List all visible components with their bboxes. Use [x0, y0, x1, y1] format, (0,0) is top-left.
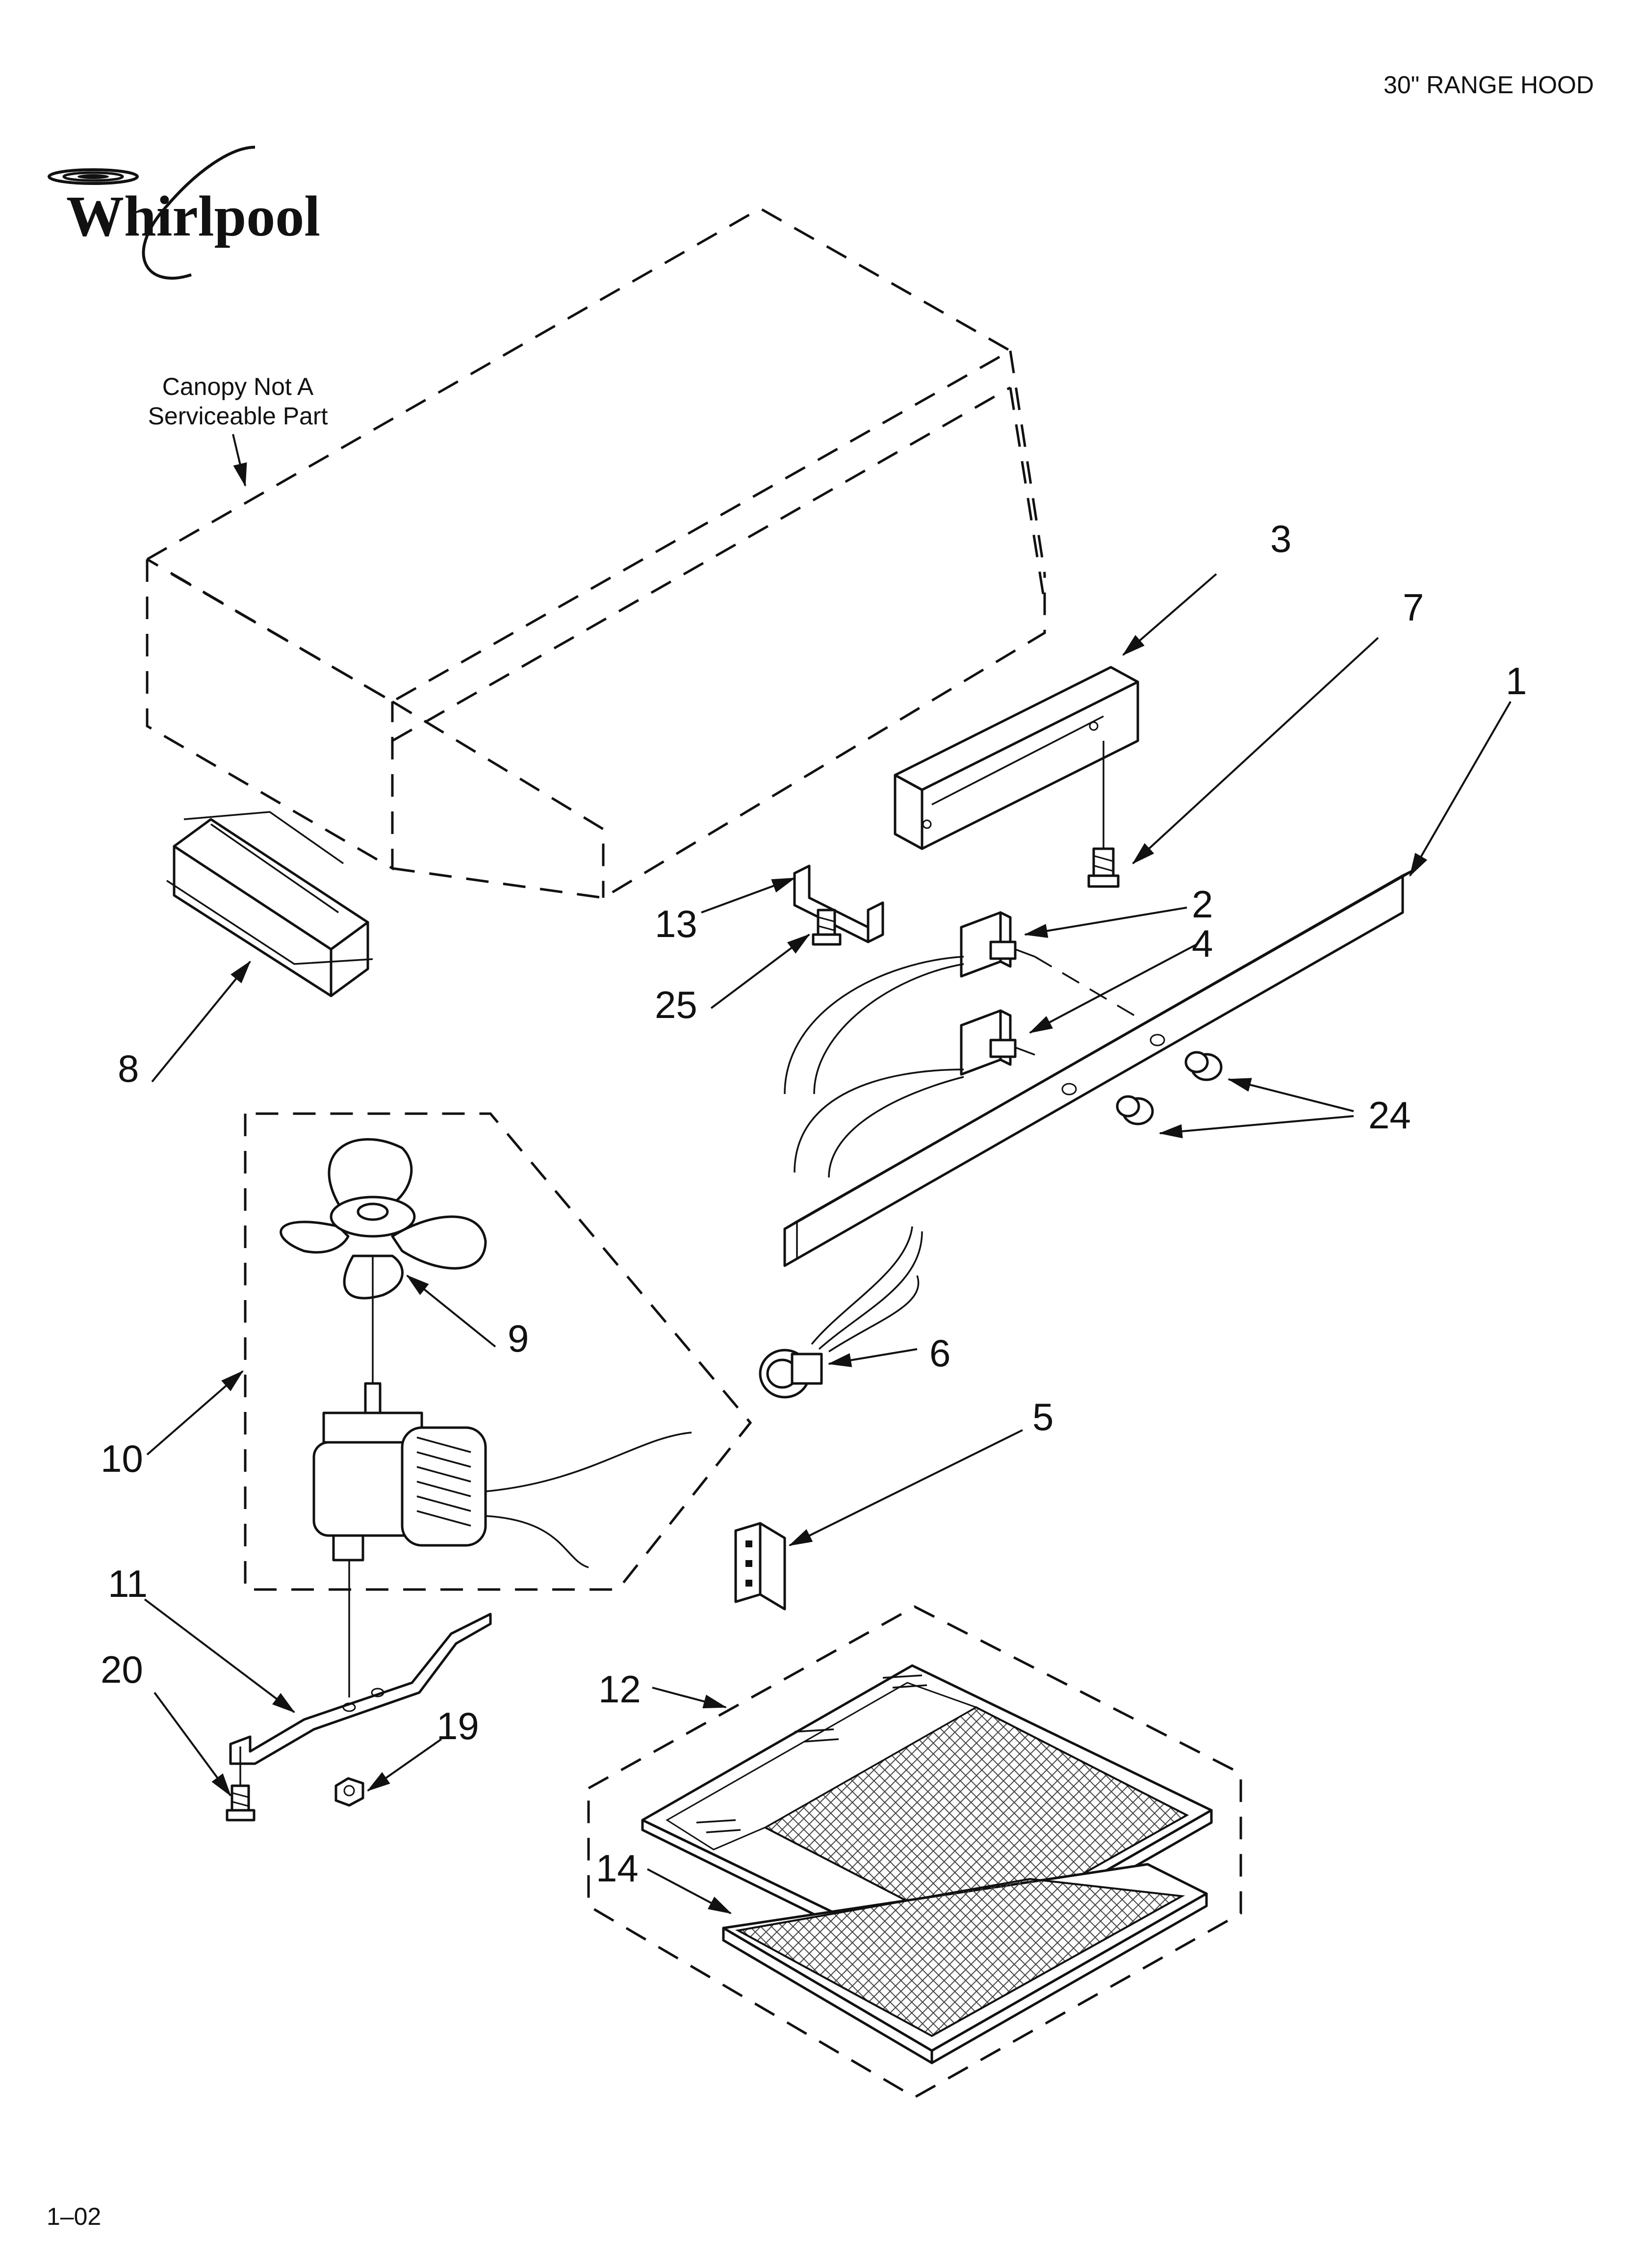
leader-11 — [144, 1598, 295, 1713]
part-10-motor — [312, 1382, 692, 1568]
part-2-switch — [784, 911, 1035, 1095]
motor-assembly-outline — [244, 1112, 752, 1591]
canopy-note-leader — [232, 434, 247, 487]
leader-13 — [701, 877, 796, 913]
part-13-bracket — [793, 864, 884, 943]
part-8-damper — [166, 811, 373, 997]
callout-13: 13 — [655, 902, 697, 945]
callout-24: 24 — [1368, 1094, 1411, 1137]
leader-1 — [1409, 701, 1512, 877]
canopy-outline — [146, 207, 1046, 899]
callout-9: 9 — [508, 1317, 529, 1360]
leader-4 — [1028, 943, 1197, 1034]
callout-14: 14 — [596, 1847, 639, 1890]
whirlpool-logo: Whirlpool — [48, 146, 320, 280]
leader-12 — [652, 1687, 727, 1709]
leader-9 — [406, 1275, 496, 1348]
callout-10: 10 — [101, 1437, 143, 1480]
dash-2 — [1034, 956, 1143, 1021]
leader-8 — [151, 961, 251, 1083]
leader-7 — [1132, 637, 1379, 864]
filter-assembly-outline — [587, 1605, 1242, 2099]
callout-11: 11 — [108, 1562, 148, 1605]
leader-3 — [1122, 573, 1217, 656]
part-20-screw — [226, 1747, 256, 1822]
leader-24a — [1227, 1078, 1354, 1112]
revision-code: 1–02 — [47, 2203, 101, 2230]
leader-10 — [146, 1370, 244, 1456]
part-3-channel — [894, 666, 1139, 850]
part-14-charcoal-filter — [722, 1863, 1208, 2064]
part-25-screw — [812, 909, 842, 946]
callout-6: 6 — [929, 1331, 950, 1375]
canopy-note-line1: Canopy Not A — [162, 373, 314, 400]
callout-1: 1 — [1506, 659, 1527, 703]
callout-20: 20 — [101, 1648, 143, 1691]
callout-12: 12 — [598, 1668, 641, 1711]
part-11-bracket — [229, 1613, 492, 1765]
callout-2: 2 — [1192, 883, 1213, 926]
callout-8: 8 — [118, 1047, 139, 1090]
part-19-nut — [334, 1777, 364, 1807]
canopy-note-line2: Serviceable Part — [148, 402, 328, 430]
page-title: 30" RANGE HOOD — [1384, 71, 1594, 99]
callout-25: 25 — [655, 983, 697, 1026]
logo-wordmark: Whirlpool — [66, 184, 320, 248]
part-5-terminal — [734, 1522, 786, 1611]
leader-20 — [154, 1692, 231, 1797]
leader-2 — [1024, 907, 1187, 938]
leader-5 — [788, 1429, 1023, 1546]
leader-19 — [367, 1738, 442, 1792]
part-24-knobs — [1116, 1051, 1223, 1125]
part-6-socket — [759, 1226, 923, 1399]
callout-19: 19 — [436, 1704, 479, 1747]
callout-4: 4 — [1192, 922, 1213, 965]
callout-7: 7 — [1403, 586, 1424, 629]
part-7-screw — [1087, 741, 1120, 888]
leader-6 — [827, 1348, 918, 1367]
part-4-switch — [794, 1009, 1035, 1178]
leader-24b — [1158, 1115, 1354, 1139]
callout-5: 5 — [1032, 1395, 1053, 1438]
part-9-fan-blade — [280, 1138, 487, 1300]
leader-25 — [710, 934, 810, 1009]
leader-14 — [647, 1868, 732, 1914]
callout-3: 3 — [1270, 517, 1291, 560]
